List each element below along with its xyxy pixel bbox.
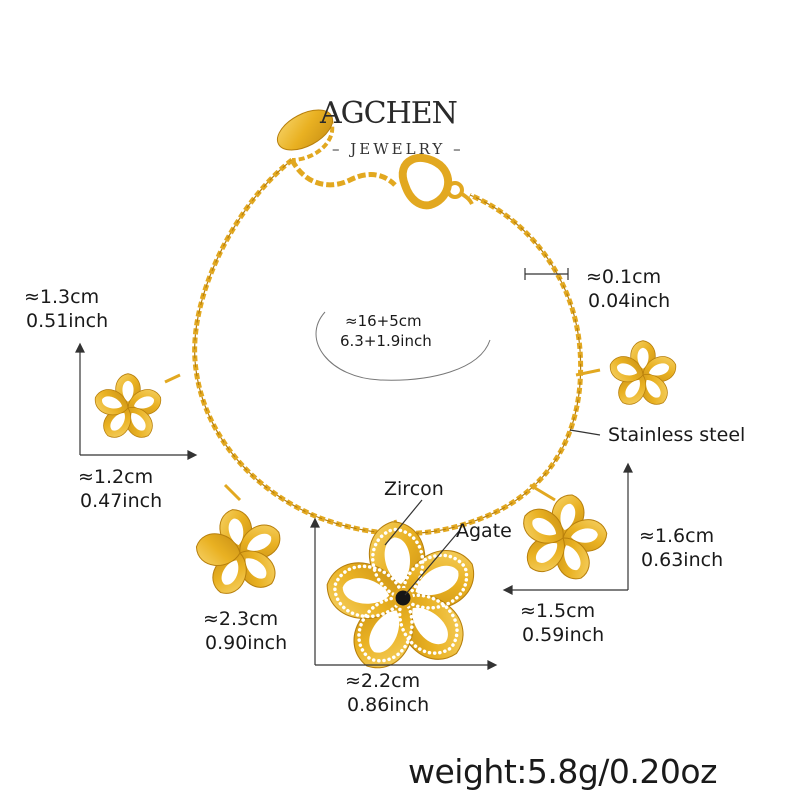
right-flower-width-inch: 0.59inch: [522, 624, 605, 646]
lobster-clasp: [398, 153, 474, 210]
flower-charm-small-left: [91, 373, 165, 444]
flower-charm-center-zircon: [321, 517, 486, 680]
material-center-stone-label: Agate: [456, 520, 512, 542]
small-flower-width-inch: 0.47inch: [80, 490, 163, 512]
brand-tagline-text: JEWELRY: [350, 140, 446, 158]
center-flower-height-cm: ≈2.3cm: [203, 608, 279, 630]
small-flower-height-inch: 0.51inch: [26, 310, 109, 332]
material-chain-label: Stainless steel: [608, 424, 746, 446]
flower-charm-small-right: [606, 340, 680, 411]
small-flower-height-cm: ≈1.3cm: [24, 286, 100, 308]
chain-thickness-inch: 0.04inch: [588, 290, 671, 312]
circumference-cm: ≈16+5cm: [345, 312, 422, 330]
flower-charm-medium-left: [193, 506, 287, 600]
chain-thickness-cm: ≈0.1cm: [586, 266, 662, 288]
material-stones-label: Zircon: [384, 478, 444, 500]
dimension-lines: [75, 268, 633, 670]
circumference-arc: [315, 311, 491, 381]
extension-chain: [289, 158, 397, 188]
right-flower-height-inch: 0.63inch: [641, 549, 724, 571]
small-flower-width-cm: ≈1.2cm: [78, 466, 154, 488]
center-flower-height-inch: 0.90inch: [205, 632, 288, 654]
center-flower-width-inch: 0.86inch: [347, 694, 430, 716]
product-weight: weight:5.8g/0.20oz: [408, 752, 717, 791]
flower-charm-medium-right: [516, 491, 609, 586]
brand-logo: AGCHEN: [320, 96, 458, 131]
center-flower-width-cm: ≈2.2cm: [345, 670, 421, 692]
right-flower-height-cm: ≈1.6cm: [639, 525, 715, 547]
oval-tag: [276, 109, 334, 151]
circumference-inch: 6.3+1.9inch: [340, 332, 432, 350]
agate-stone: [392, 587, 414, 609]
brand-tagline: – JEWELRY –: [332, 140, 464, 158]
right-flower-width-cm: ≈1.5cm: [520, 600, 596, 622]
